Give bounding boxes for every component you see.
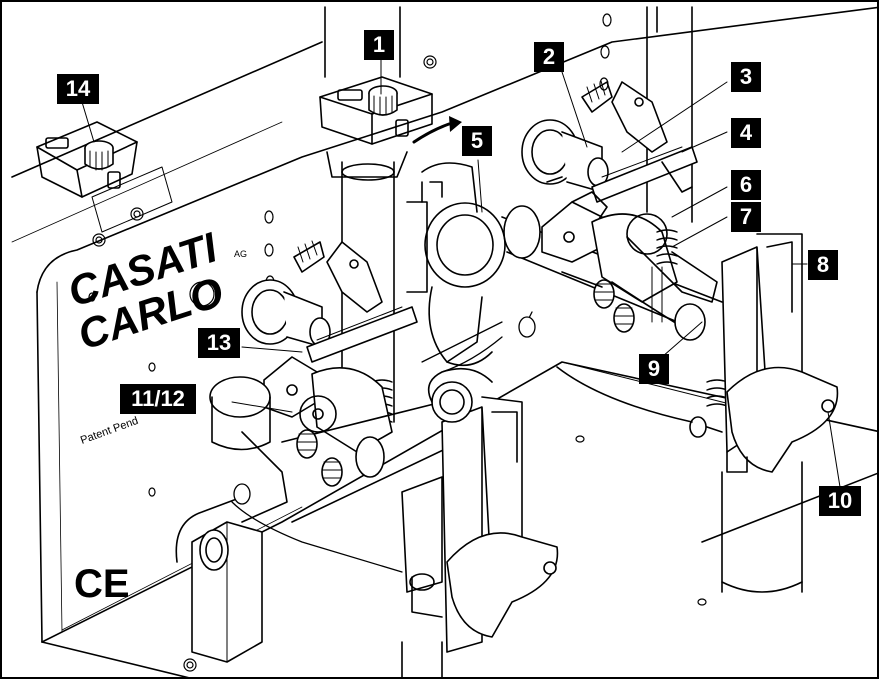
left-upper-clamp <box>241 240 418 363</box>
callout-9: 9 <box>639 354 669 384</box>
left-bottom-bracket <box>175 496 263 663</box>
rotation-arrow-head <box>449 116 462 132</box>
callout-6: 6 <box>731 170 761 200</box>
patent-label: Patent Pend <box>79 415 140 447</box>
callout-11-12: 11/12 <box>120 384 196 414</box>
brand-suffix: AG <box>234 249 247 259</box>
callout-7: 7 <box>731 202 761 232</box>
controller-unit-left <box>36 121 173 233</box>
ce-mark: CE <box>74 562 130 606</box>
controller-unit-top <box>319 76 433 178</box>
callout-1: 1 <box>364 30 394 60</box>
callout-5: 5 <box>462 126 492 156</box>
callout-10: 10 <box>819 486 861 516</box>
knurled-knobs-right <box>561 271 635 333</box>
springs <box>371 229 728 423</box>
callout-3: 3 <box>731 62 761 92</box>
center-clamp-frame <box>401 367 559 677</box>
callout-13: 13 <box>198 328 240 358</box>
callout-14: 14 <box>57 74 99 104</box>
cables <box>231 311 536 573</box>
callout-8: 8 <box>808 250 838 280</box>
right-clamp-frame <box>556 233 839 593</box>
right-mid-clamp <box>541 191 718 341</box>
main-roller <box>406 162 506 367</box>
right-upper-clamp <box>521 80 698 203</box>
rotation-arrow <box>412 122 451 144</box>
callout-4: 4 <box>731 118 761 148</box>
callout-2: 2 <box>534 42 564 72</box>
callout-leaders <box>81 59 841 488</box>
knurled-knobs-left <box>296 429 385 487</box>
